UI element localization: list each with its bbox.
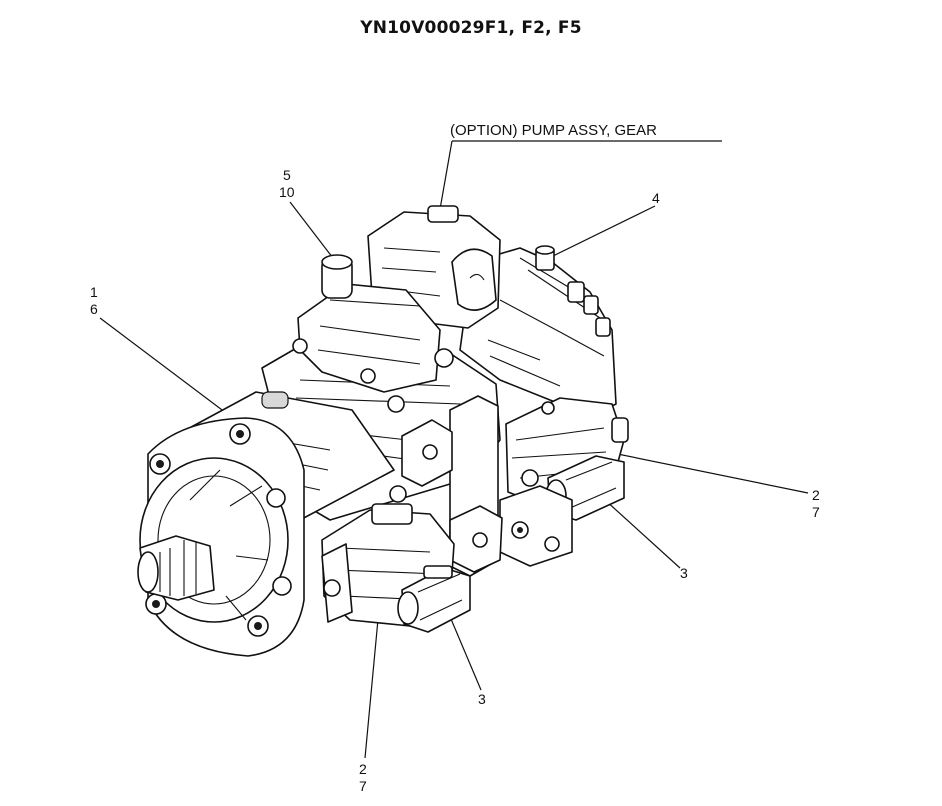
- callout-3-bottom: 3: [478, 691, 486, 707]
- callout-6: 6: [90, 301, 98, 317]
- callout-2-bottom: 2: [359, 761, 367, 777]
- callout-4: 4: [652, 190, 660, 206]
- callout-7-right: 7: [812, 504, 820, 520]
- callout-2-right: 2: [812, 487, 820, 503]
- leader-4: [552, 205, 656, 257]
- page-title: YN10V00029F1, F2, F5: [360, 18, 582, 38]
- callout-10: 10: [279, 184, 295, 200]
- callout-5: 5: [283, 167, 291, 183]
- callout-3-right: 3: [680, 565, 688, 581]
- top-cap-cover: [297, 283, 441, 393]
- leader-5-10: [289, 201, 337, 263]
- callout-1: 1: [90, 284, 98, 300]
- option-gear-pump-label: (OPTION) PUMP ASSY, GEAR: [450, 122, 657, 139]
- pump-illustration: [137, 205, 629, 657]
- leader-2-7-right: [597, 449, 809, 494]
- callout-7-bottom: 7: [359, 778, 367, 794]
